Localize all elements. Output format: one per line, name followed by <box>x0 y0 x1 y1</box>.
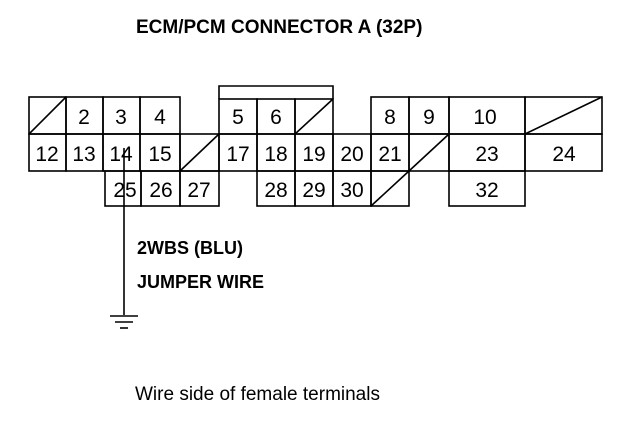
pin-label-23: 23 <box>475 143 498 166</box>
cavity-empty-slash-3 <box>524 96 603 135</box>
cavity-empty-slash-5 <box>408 133 450 172</box>
cavity-empty-slash-2 <box>294 98 334 135</box>
diagram-title: ECM/PCM CONNECTOR A (32P) <box>136 17 422 38</box>
pin-label-13: 13 <box>72 143 95 166</box>
cavity-empty-6 <box>370 170 410 207</box>
pin-label-15: 15 <box>148 143 171 166</box>
pin-label-8: 8 <box>384 106 396 129</box>
connector-key-ridge <box>218 85 334 99</box>
cavity-empty-slash-6 <box>370 170 410 207</box>
pin-label-17: 17 <box>226 143 249 166</box>
pin-label-32: 32 <box>475 179 498 202</box>
pin-label-2: 2 <box>78 106 90 129</box>
ground-icon <box>110 315 138 329</box>
cavity-empty-slash-1 <box>28 96 67 135</box>
pin-label-28: 28 <box>264 179 287 202</box>
wire-code-label: 2WBS (BLU) <box>137 238 243 258</box>
cavity-empty-slash-4 <box>179 133 220 172</box>
pin-label-29: 29 <box>302 179 325 202</box>
pin-label-19: 19 <box>302 143 325 166</box>
pin-label-9: 9 <box>423 106 435 129</box>
pin-label-21: 21 <box>378 143 401 166</box>
pin-label-27: 27 <box>187 179 210 202</box>
pin-label-4: 4 <box>154 106 166 129</box>
pin-label-20: 20 <box>340 143 363 166</box>
pin-label-12: 12 <box>35 143 58 166</box>
pin-label-14: 14 <box>109 143 133 166</box>
pin-label-5: 5 <box>232 106 244 129</box>
jumper-wire-label: JUMPER WIRE <box>137 272 264 292</box>
pin-label-18: 18 <box>264 143 287 166</box>
cavity-27 <box>179 170 220 207</box>
pin-label-10: 10 <box>473 106 496 129</box>
pin-label-26: 26 <box>149 179 172 202</box>
pin-label-30: 30 <box>340 179 363 202</box>
pin-label-6: 6 <box>270 106 282 129</box>
view-caption: Wire side of female terminals <box>135 384 380 405</box>
cavity-32 <box>448 170 526 207</box>
pin-label-24: 24 <box>552 143 576 166</box>
pin-label-25: 25 <box>113 179 136 202</box>
cavity-24 <box>524 133 603 172</box>
pin-label-3: 3 <box>115 106 127 129</box>
